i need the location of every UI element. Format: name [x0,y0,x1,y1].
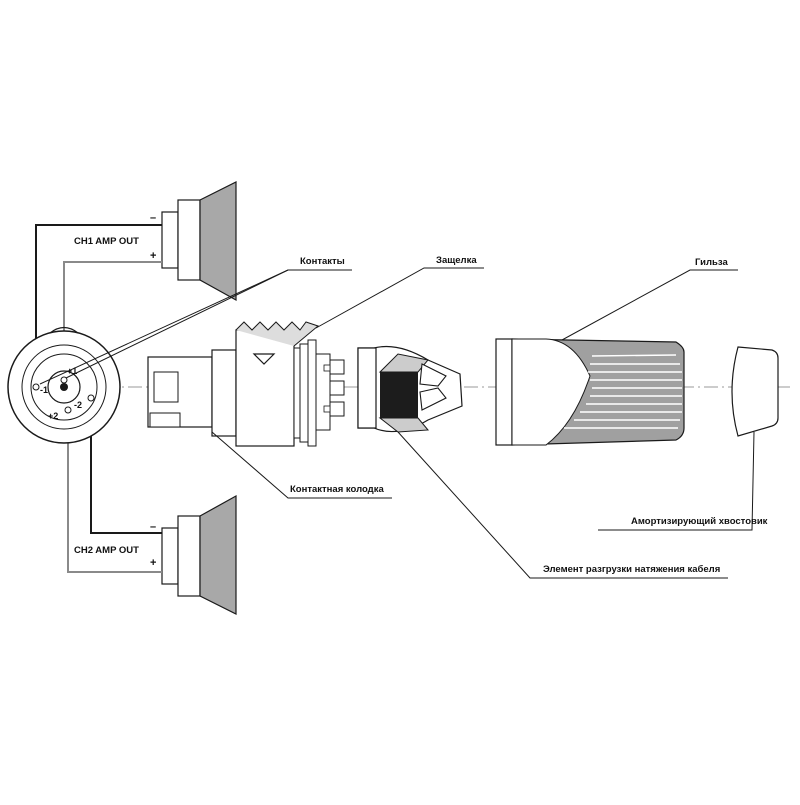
callout-leaders [39,267,755,579]
wire-ch2-minus [90,398,162,534]
latch-teeth [235,321,320,347]
sleeve-ribs [564,354,682,429]
ch2-amp-out-label: CH2 AMP OUT [74,545,139,556]
leader-tail [598,431,755,531]
ch1-plus-sign: + [150,250,156,262]
latch-arrow [252,353,276,365]
ch2-minus-sign: – [150,521,156,533]
leader-strain-relief [397,431,728,579]
wiring [35,224,162,573]
callout-contact-block: Контактная колодка [290,484,384,495]
wire-ch1-minus [35,224,162,385]
pin-plus-two-label: +2 [48,411,58,421]
speaker-ch1 [161,181,237,302]
sleeve-part [495,338,685,446]
ch1-minus-sign: – [150,212,156,224]
socket-front-view [7,326,121,444]
pin-plus-one-label: +1 [67,366,77,376]
pin-minus-two-label: -2 [74,400,82,410]
ch1-amp-out-label: CH1 AMP OUT [74,236,139,247]
leader-latch [315,267,484,329]
tail-part [731,346,779,437]
callout-strain-relief: Элемент разгрузки натяжения кабеля [543,564,720,575]
strain-relief-part [357,345,463,433]
contact-block-part [147,321,345,447]
leader-contact-block [211,431,392,499]
callout-sleeve: Гильза [695,257,728,268]
speaker-ch2 [161,494,237,615]
callout-latch: Защелка [436,255,477,266]
wire-ch2-plus [67,410,162,573]
callout-contacts: Контакты [300,256,345,267]
leader-sleeve [561,269,738,341]
callout-tail: Амортизирующий хвостовик [631,516,768,527]
pin-minus-one-label: -1 [40,385,48,395]
ch2-plus-sign: + [150,557,156,569]
